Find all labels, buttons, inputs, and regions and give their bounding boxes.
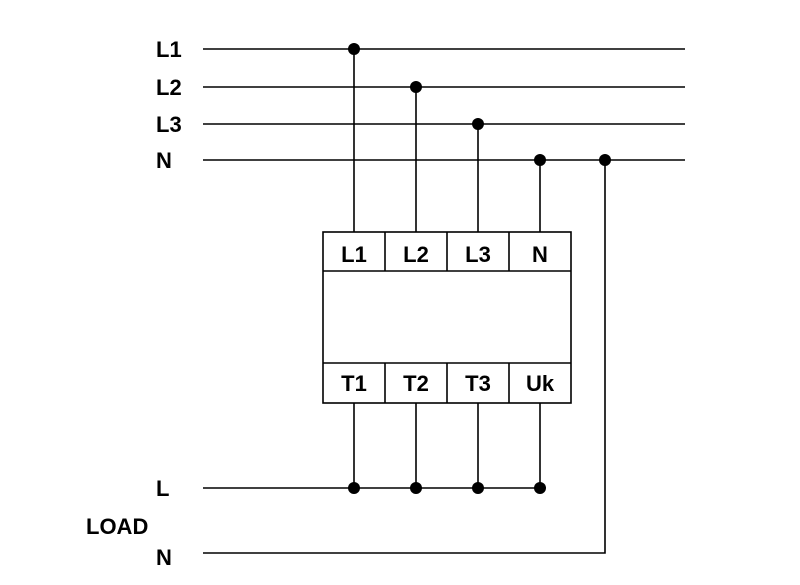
junction-dot-n-load [599,154,611,166]
output-terminal-t3: T3 [465,371,491,396]
junction-dot-uk [534,482,546,494]
output-terminal-t2: T2 [403,371,429,396]
supply-label-l1: L1 [156,37,182,62]
junction-dot-t2 [410,482,422,494]
input-terminal-n: N [532,242,548,267]
supply-label-n: N [156,148,172,173]
output-terminal-uk: Uk [526,371,555,396]
junction-dot-l2 [410,81,422,93]
load-title: LOAD [86,514,148,539]
output-terminal-t1: T1 [341,371,367,396]
load-label-l: L [156,476,169,501]
input-terminal-l1: L1 [341,242,367,267]
supply-label-l3: L3 [156,112,182,137]
junction-dot-l1 [348,43,360,55]
junction-dot-l3 [472,118,484,130]
load-label-n: N [156,545,172,570]
junction-dot-t1 [348,482,360,494]
input-terminal-l2: L2 [403,242,429,267]
supply-label-l2: L2 [156,75,182,100]
junction-dot-n-input [534,154,546,166]
input-terminal-l3: L3 [465,242,491,267]
wire-n-to-load [203,160,606,554]
junction-dot-t3 [472,482,484,494]
